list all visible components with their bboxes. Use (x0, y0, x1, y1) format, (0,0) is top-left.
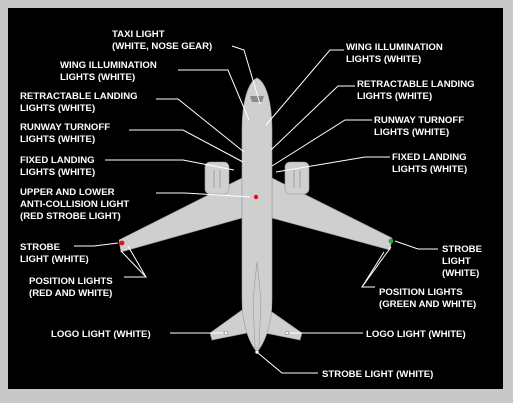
strobe-right-leader (394, 240, 438, 250)
engine-details (213, 170, 301, 188)
retract-right-leader (270, 85, 355, 151)
left-logo-light-marker (223, 330, 229, 336)
label-line: LIGHT (442, 256, 471, 267)
label-line: STROBE LIGHT (WHITE) (322, 369, 433, 380)
label-line: LIGHTS (WHITE) (20, 134, 95, 145)
wing-illum-left-label: WING ILLUMINATION LIGHTS (WHITE) (60, 60, 159, 83)
taxi-light-label: TAXI LIGHT (WHITE, NOSE GEAR) (112, 29, 212, 52)
label-line: STROBE (20, 242, 61, 253)
anticollision-light-marker (253, 194, 259, 200)
tail-strobe-marker (254, 349, 260, 355)
label-line: POSITION LIGHTS (29, 276, 113, 287)
label-line: FIXED LANDING (20, 155, 95, 166)
label-line: LIGHTS (WHITE) (392, 164, 467, 175)
retract-right-label: RETRACTABLE LANDING LIGHTS (WHITE) (357, 79, 477, 102)
label-line: POSITION LIGHTS (379, 287, 463, 298)
right-logo-light-marker (284, 330, 290, 336)
labels: TAXI LIGHT (WHITE, NOSE GEAR) WING ILLUM… (20, 29, 485, 380)
label-line: RETRACTABLE LANDING (357, 79, 475, 90)
right-strobe-marker (388, 238, 394, 244)
turnoff-right-label: RUNWAY TURNOFF LIGHTS (WHITE) (374, 115, 467, 138)
wing-illum-right-label: WING ILLUMINATION LIGHTS (WHITE) (346, 42, 445, 65)
light-markers (119, 194, 394, 355)
anticollision-label: UPPER AND LOWER ANTI-COLLISION LIGHT (RE… (20, 187, 132, 222)
label-line: RUNWAY TURNOFF (374, 115, 464, 126)
label-line: LOGO LIGHT (WHITE) (366, 329, 466, 340)
label-line: TAXI LIGHT (112, 29, 165, 40)
label-line: UPPER AND LOWER (20, 187, 115, 198)
turnoff-right-leader (271, 119, 372, 167)
wing-illum-left-leader (178, 69, 250, 121)
position-left-label: POSITION LIGHTS (RED AND WHITE) (29, 276, 115, 299)
label-line: (GREEN AND WHITE) (379, 299, 476, 310)
strobe-right-label: STROBE LIGHT (WHITE) (442, 244, 485, 279)
fixed-left-label: FIXED LANDING LIGHTS (WHITE) (20, 155, 97, 178)
leader-lines (74, 45, 438, 374)
label-line: WING ILLUMINATION (60, 60, 157, 71)
left-engine (204, 161, 230, 195)
fixed-left-leader (105, 159, 235, 171)
label-line: LIGHTS (WHITE) (374, 127, 449, 138)
logo-left-label: LOGO LIGHT (WHITE) (51, 329, 151, 340)
label-line: LIGHTS (WHITE) (357, 91, 432, 102)
position-right-leader-b (361, 251, 385, 288)
label-line: (WHITE, NOSE GEAR) (112, 41, 212, 52)
label-line: LOGO LIGHT (WHITE) (51, 329, 151, 340)
label-line: STROBE (442, 244, 483, 255)
position-left-leader-b (127, 245, 147, 278)
left-strobe-marker (119, 240, 125, 246)
label-line: (RED STROBE LIGHT) (20, 211, 121, 222)
label-line: (RED AND WHITE) (29, 288, 112, 299)
taxi-leader (231, 45, 261, 105)
anticollision-leader (156, 192, 251, 198)
label-line: LIGHTS (WHITE) (60, 72, 135, 83)
label-line: LIGHTS (WHITE) (20, 167, 95, 178)
strobe-tail-leader (257, 352, 318, 374)
strobe-left-label: STROBE LIGHT (WHITE) (20, 242, 89, 265)
logo-right-label: LOGO LIGHT (WHITE) (366, 329, 466, 340)
fixed-right-leader (275, 156, 390, 173)
label-line: LIGHTS (WHITE) (346, 54, 421, 65)
retract-left-leader (156, 98, 245, 153)
strobe-tail-label: STROBE LIGHT (WHITE) (322, 369, 433, 380)
label-line: RETRACTABLE LANDING (20, 91, 138, 102)
fixed-right-label: FIXED LANDING LIGHTS (WHITE) (392, 152, 469, 175)
turnoff-left-leader (129, 129, 244, 163)
label-line: (WHITE) (442, 268, 479, 279)
aircraft-silhouette (118, 77, 393, 353)
strobe-left-leader (74, 242, 119, 247)
label-line: ANTI-COLLISION LIGHT (20, 199, 129, 210)
turnoff-left-label: RUNWAY TURNOFF LIGHTS (WHITE) (20, 122, 113, 145)
retract-left-label: RETRACTABLE LANDING LIGHTS (WHITE) (20, 91, 140, 114)
label-line: LIGHT (WHITE) (20, 254, 89, 265)
label-line: FIXED LANDING (392, 152, 467, 163)
label-line: WING ILLUMINATION (346, 42, 443, 53)
right-engine (284, 161, 310, 195)
label-line: RUNWAY TURNOFF (20, 122, 110, 133)
vertical-fin (252, 261, 262, 349)
cockpit-windows (250, 96, 264, 102)
label-line: LIGHTS (WHITE) (20, 103, 95, 114)
position-right-label: POSITION LIGHTS (GREEN AND WHITE) (379, 287, 476, 310)
wing-illum-right-leader (265, 49, 344, 126)
